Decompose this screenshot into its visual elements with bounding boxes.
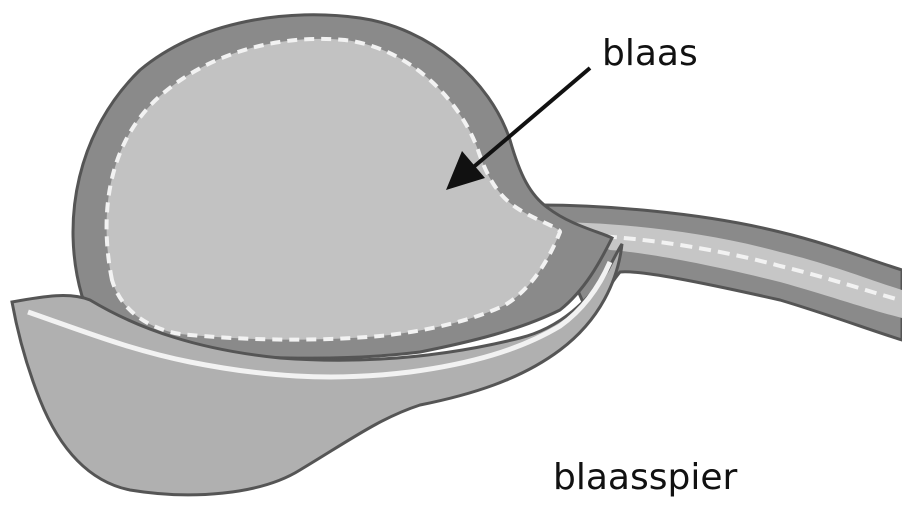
label-blaas: blaas [602, 36, 698, 72]
label-blaasspier: blaasspier [553, 460, 737, 496]
